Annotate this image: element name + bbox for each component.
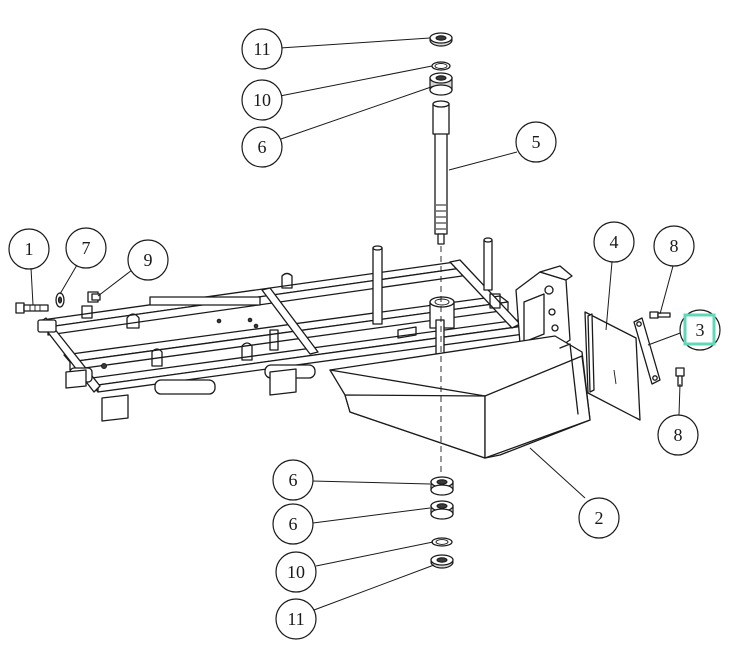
svg-text:8: 8: [670, 236, 679, 256]
svg-text:7: 7: [82, 238, 91, 258]
svg-text:11: 11: [253, 39, 270, 59]
callout-11-bottom: 11: [275, 598, 317, 640]
frame-chassis: [37, 237, 525, 422]
callout-10-top: 10: [241, 79, 283, 121]
svg-text:4: 4: [610, 232, 619, 252]
gearbox-housing: [329, 335, 591, 459]
svg-text:1: 1: [25, 239, 34, 259]
callout-6-top: 6: [241, 126, 283, 168]
bottom-bearing-stack: [430, 476, 454, 569]
svg-text:2: 2: [595, 508, 604, 528]
svg-text:9: 9: [144, 250, 153, 270]
bolt-8-top: [649, 311, 671, 319]
svg-text:6: 6: [289, 470, 298, 490]
strap-plate: [633, 317, 661, 385]
svg-text:3: 3: [696, 320, 705, 340]
svg-text:6: 6: [258, 137, 267, 157]
callout-11-top: 11: [241, 28, 283, 70]
callout-3: 3: [679, 309, 721, 351]
callout-1: 1: [8, 228, 50, 270]
callout-3-highlight: [683, 313, 716, 346]
callout-8-bottom: 8: [657, 414, 699, 456]
svg-text:5: 5: [532, 132, 541, 152]
svg-text:10: 10: [287, 562, 305, 582]
leader-lines: [30, 37, 684, 611]
svg-text:11: 11: [287, 609, 304, 629]
callout-7: 7: [65, 227, 107, 269]
svg-text:8: 8: [674, 425, 683, 445]
top-bearing-stack: [429, 32, 453, 96]
callout-9: 9: [127, 239, 169, 281]
callout-6-bottom-lower: 6: [272, 503, 314, 545]
callout-10-bottom: 10: [275, 551, 317, 593]
nut-9: [87, 291, 101, 303]
svg-text:10: 10: [253, 90, 271, 110]
svg-text:6: 6: [289, 514, 298, 534]
main-shaft: [432, 100, 450, 472]
cover-plate: [584, 311, 641, 421]
callout-8-top: 8: [653, 225, 695, 267]
washer-7: [55, 292, 65, 308]
bolt-1: [15, 302, 49, 314]
callout-4: 4: [593, 221, 635, 263]
bolt-8-bottom: [675, 367, 685, 387]
callout-6-bottom-upper: 6: [272, 459, 314, 501]
callout-2: 2: [578, 497, 620, 539]
callout-5: 5: [515, 121, 557, 163]
